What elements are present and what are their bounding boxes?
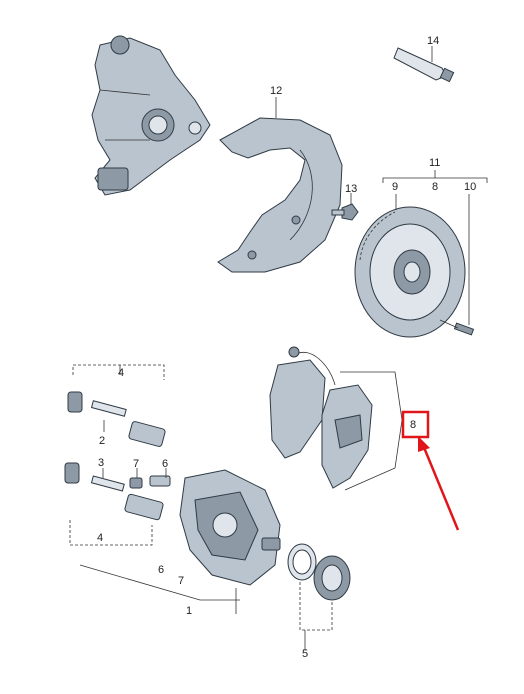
highlight-box bbox=[401, 410, 430, 439]
callout-5: 5 bbox=[302, 648, 308, 660]
callout-3: 3 bbox=[98, 457, 104, 469]
grease-tube bbox=[393, 47, 455, 83]
steering-knuckle bbox=[91, 35, 211, 196]
callout-6-lower: 6 bbox=[158, 564, 164, 576]
callout-8-pads: 8 bbox=[410, 419, 416, 431]
seal-kit bbox=[287, 543, 351, 601]
guide-pin-kit-lower bbox=[64, 462, 171, 521]
callout-6-upper: 6 bbox=[162, 458, 168, 470]
highlight-arrow-shaft bbox=[421, 444, 460, 531]
callout-7-upper: 7 bbox=[133, 458, 139, 470]
highlight-arrow-head bbox=[418, 436, 430, 452]
callout-10: 10 bbox=[464, 181, 476, 193]
guide-pin-kit-upper bbox=[67, 391, 166, 447]
callout-4-upper: 4 bbox=[118, 367, 124, 379]
callout-13: 14 bbox=[427, 35, 439, 47]
callout-7-lower: 7 bbox=[178, 575, 184, 587]
disc-screw bbox=[439, 319, 475, 336]
callout-2: 2 bbox=[99, 435, 105, 447]
brake-caliper bbox=[179, 469, 281, 586]
brake-pads bbox=[269, 346, 373, 489]
callout-12: 13 bbox=[345, 183, 357, 195]
callout-11: 12 bbox=[270, 85, 282, 97]
callout-1: 1 bbox=[186, 605, 192, 617]
callout-14: 11 bbox=[429, 157, 440, 169]
callout-4-lower: 4 bbox=[97, 532, 103, 544]
splash-shield bbox=[217, 117, 343, 273]
callout-9: 9 bbox=[392, 181, 398, 193]
shield-bolt bbox=[331, 203, 359, 221]
callout-8-disc: 8 bbox=[432, 181, 438, 193]
brake-disc bbox=[354, 206, 466, 338]
